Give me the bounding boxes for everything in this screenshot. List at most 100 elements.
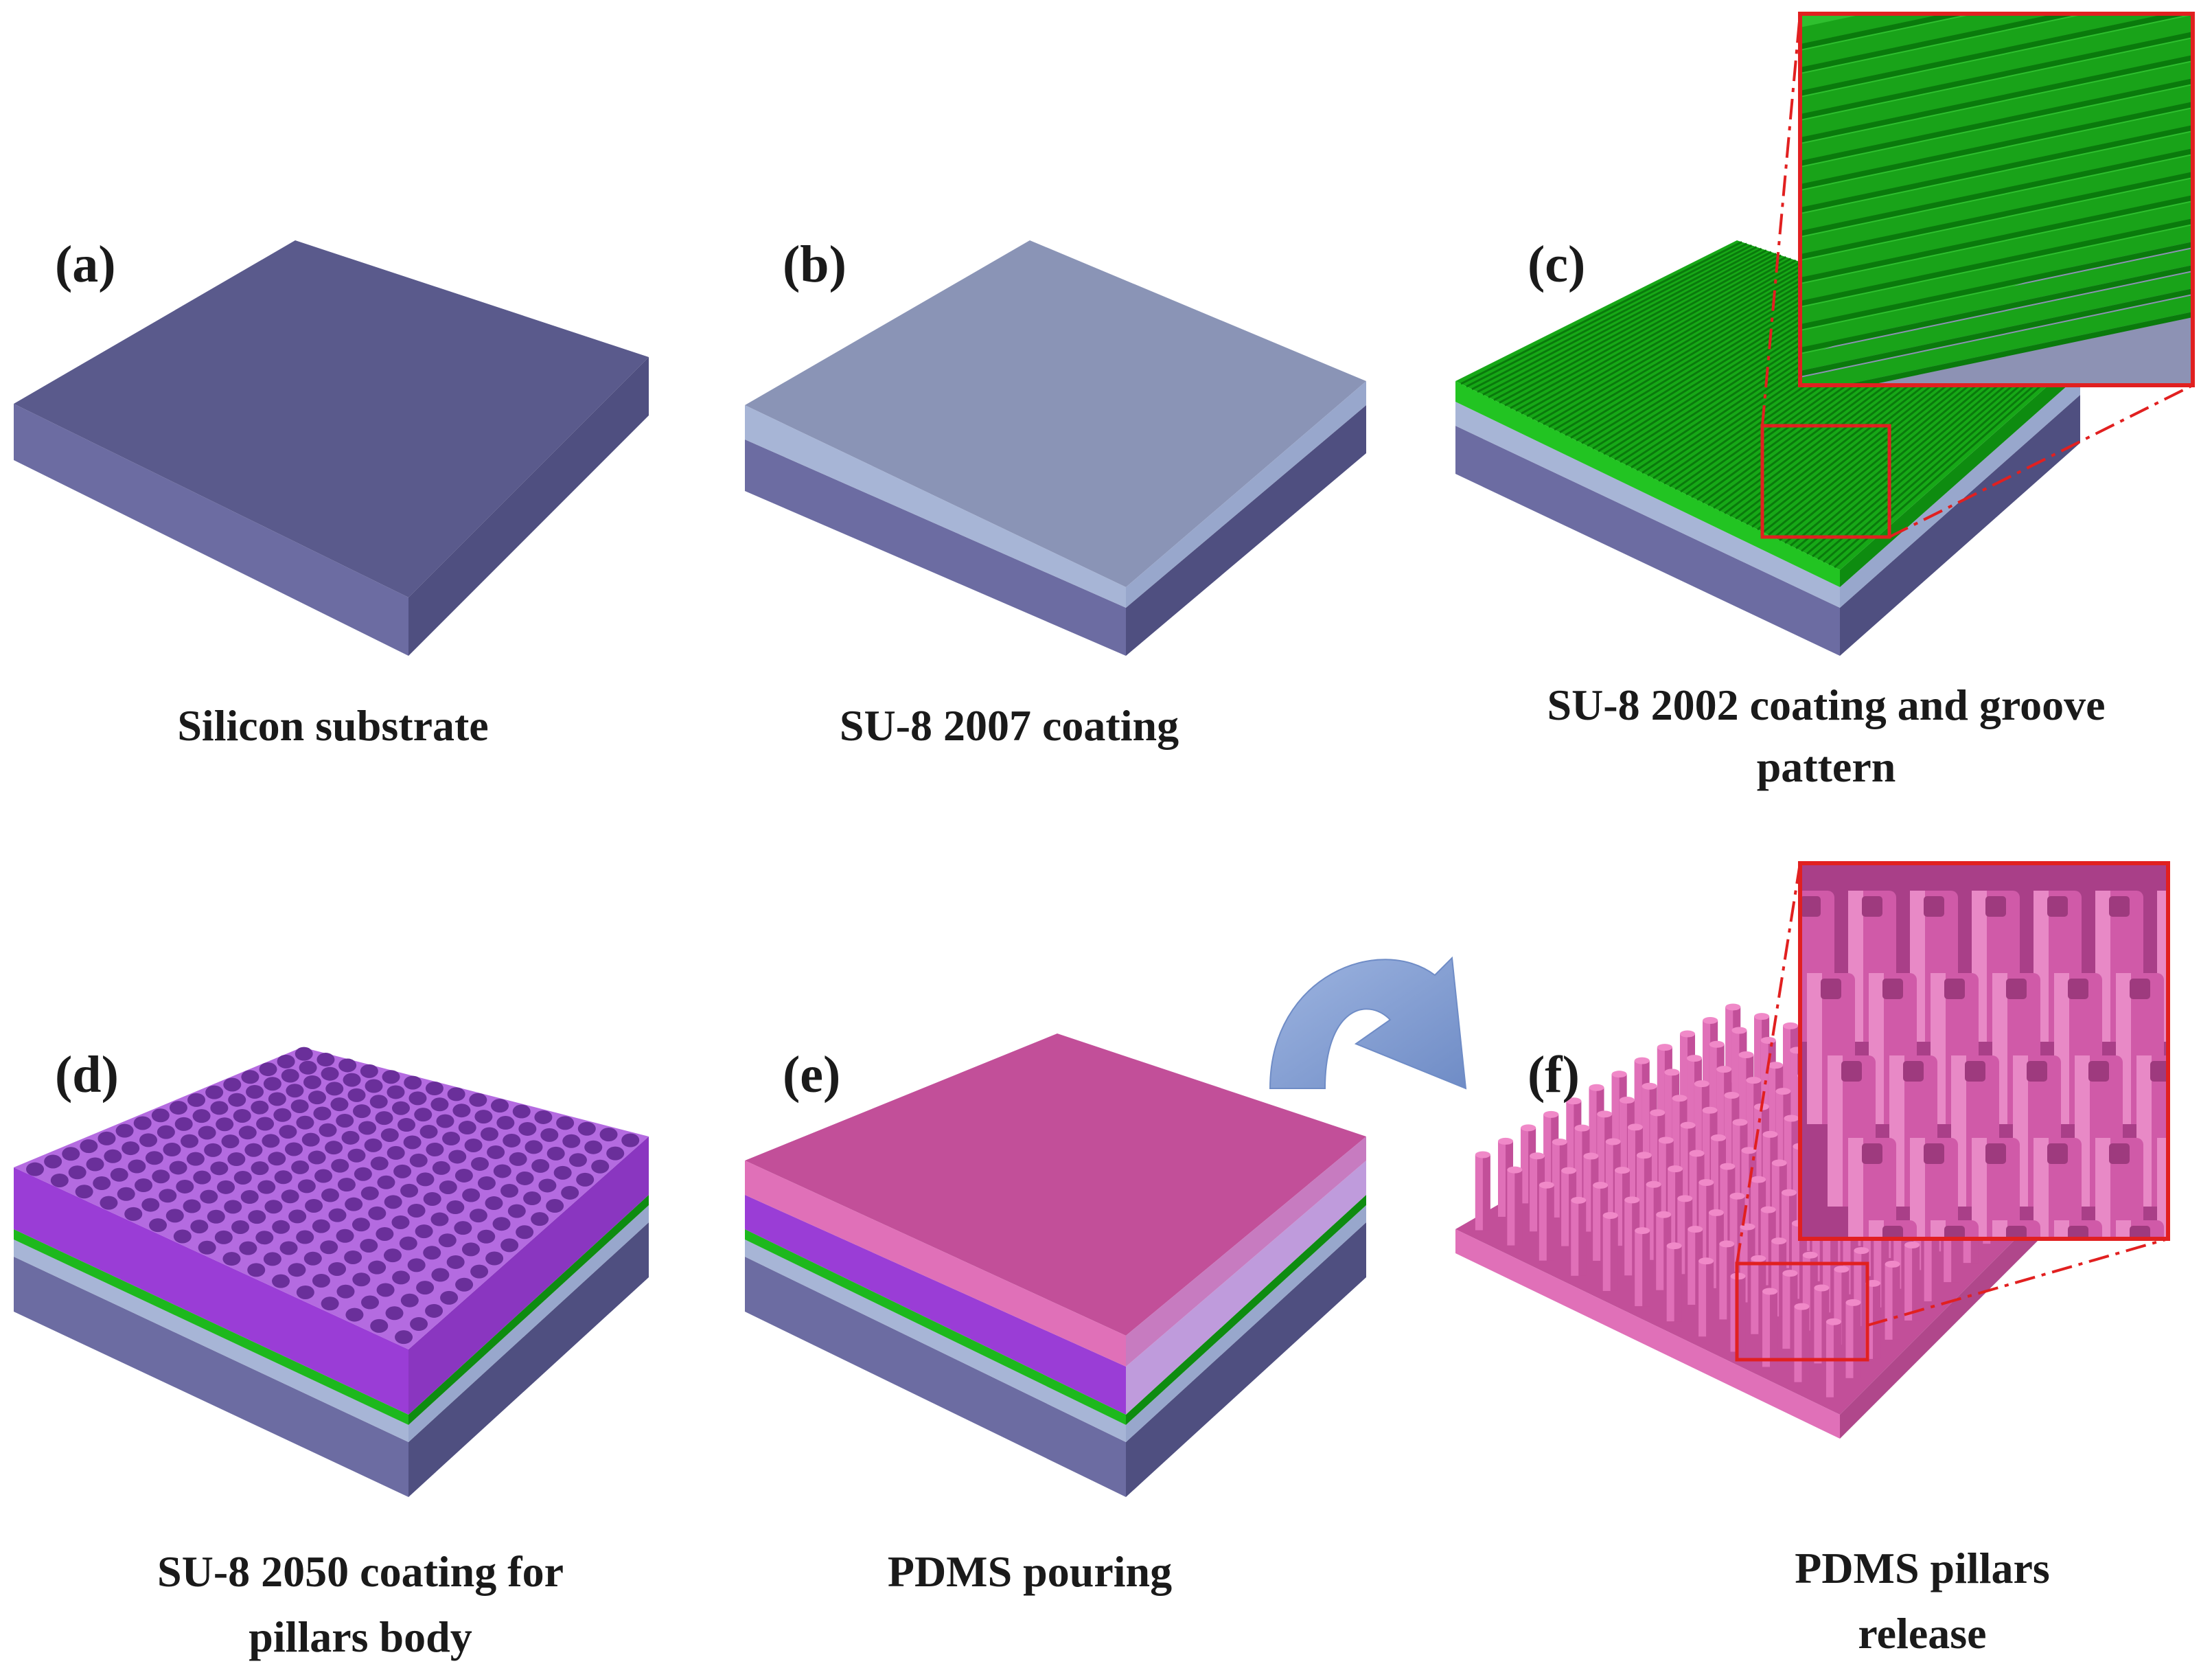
pillar-hole xyxy=(407,1203,426,1218)
pdms-pillar-top xyxy=(1658,1137,1674,1144)
pdms-pillar-highlight xyxy=(1732,1122,1740,1198)
zoom-groove-ridge xyxy=(1800,15,2193,114)
pdms-pillar-highlight xyxy=(1753,1106,1762,1183)
pillar-hole xyxy=(305,1198,323,1213)
pillar-hole xyxy=(408,1091,427,1106)
pdms-pillar-top xyxy=(1762,1130,1778,1138)
groove-line xyxy=(1504,254,1782,407)
pillar-hole xyxy=(247,1263,266,1277)
pdms-pillar-highlight xyxy=(1602,1215,1611,1291)
pillar-hole xyxy=(606,1146,625,1161)
pillar-hole xyxy=(117,1187,135,1201)
pdms-pillar-top xyxy=(1583,1152,1599,1160)
pillar-hole xyxy=(393,1164,412,1178)
pdms-pillar-highlight xyxy=(1698,1182,1707,1258)
pillar-hole xyxy=(288,1263,306,1277)
pillar-hole xyxy=(159,1189,177,1203)
pillar-hole xyxy=(325,1082,344,1096)
pdms-pillar-highlight xyxy=(1574,1128,1582,1204)
pillar-hole xyxy=(440,1290,459,1305)
pillar-hole xyxy=(86,1157,104,1172)
panel-f: (f) PDMS pillars release xyxy=(1455,861,2212,1658)
zoom-pillar-notch xyxy=(2171,1143,2191,1164)
pdms-pillar-highlight xyxy=(1814,1288,1822,1364)
zoom-groove-shadow xyxy=(1800,288,2193,376)
zoom-groove-shadow xyxy=(1800,14,2082,73)
pdms-pillar-top xyxy=(1636,1152,1652,1159)
pillar-hole xyxy=(480,1127,498,1141)
pdms-pillar-top xyxy=(1729,1192,1745,1200)
pdms-pillar-highlight xyxy=(1672,1098,1680,1174)
panel-a: (a) Silicon substrate xyxy=(14,236,649,750)
zoom-pillar-notch xyxy=(1841,1061,1862,1082)
panel-label-d: (d) xyxy=(55,1046,119,1104)
zoom-pillar-notch xyxy=(1985,896,2006,917)
pdms-pillar-highlight xyxy=(1689,1153,1697,1229)
pdms-pillar-highlight xyxy=(1790,1050,1798,1126)
pillar-hole xyxy=(255,1231,274,1245)
zoom-pillar-notch xyxy=(2047,896,2068,917)
pdms-pillar-highlight xyxy=(1624,1200,1633,1276)
zoom-pillar-notch xyxy=(2027,1061,2047,1082)
pillar-hole xyxy=(210,1101,229,1115)
pdms-pillar-top xyxy=(1782,1270,1798,1277)
pillar-hole xyxy=(525,1140,543,1154)
zoom-pillar-highlight xyxy=(2116,1220,2131,1239)
pillar-hole xyxy=(599,1128,618,1142)
zoom-pillar-highlight xyxy=(2095,1138,2110,1239)
pillar-hole xyxy=(274,1170,292,1185)
zoom-pillar-notch xyxy=(2130,1226,2150,1239)
pillar-hole xyxy=(205,1085,224,1099)
zoom-region-box xyxy=(1735,1261,1869,1362)
pdms-pillar-highlight xyxy=(1709,1044,1717,1120)
pdms-pillar-top xyxy=(1904,1241,1920,1248)
pdms-pillar-highlight xyxy=(1741,1150,1749,1226)
pdms-pillar-highlight xyxy=(1802,1255,1810,1331)
pillar-hole xyxy=(279,1125,297,1139)
pillar-hole xyxy=(100,1196,118,1210)
pillar-holes xyxy=(26,1047,640,1345)
pillar-hole xyxy=(296,1285,314,1299)
pdms-pillar-highlight xyxy=(1760,1209,1769,1286)
pdms-pillar-highlight xyxy=(1641,1086,1650,1162)
pillar-hole xyxy=(375,1111,393,1126)
zoom-pillar-highlight xyxy=(1910,1138,1925,1239)
pillar-hole xyxy=(248,1210,266,1224)
pillar-hole xyxy=(308,1150,326,1165)
pdms-pillar-top xyxy=(1751,1176,1766,1183)
zoom-leader-line xyxy=(1761,13,1801,426)
zoom-pillar-notch xyxy=(2191,979,2212,999)
pdms-pillar-highlight xyxy=(1738,1055,1747,1131)
zoom-groove-ridge xyxy=(1800,295,2193,385)
pdms-pillar-top xyxy=(1605,1138,1621,1145)
pillar-hole xyxy=(509,1152,527,1166)
pdms-pillar-highlight xyxy=(1874,1231,1882,1307)
pdms-pillar-highlight xyxy=(1635,1231,1643,1307)
pillar-hole xyxy=(376,1283,395,1297)
zoom-pillar-highlight xyxy=(1992,1220,2007,1239)
pillar-hole xyxy=(347,1148,366,1163)
pdms-pillar-highlight xyxy=(1754,1016,1762,1093)
zoom-pillar-highlight xyxy=(1869,1220,1884,1239)
groove-line xyxy=(1532,262,1806,420)
pillar-hole xyxy=(423,1246,441,1260)
panel-e: (e) PDMS pouring xyxy=(745,1033,1366,1596)
pdms-pillar-top xyxy=(1646,1180,1661,1188)
curved-arrow-icon xyxy=(1269,956,1467,1090)
pillar-hole xyxy=(538,1178,557,1193)
pillar-hole xyxy=(331,1158,349,1173)
pdms-pillar-top xyxy=(1854,1247,1869,1255)
pillar-hole xyxy=(295,1047,313,1061)
zoom-pillar xyxy=(2054,1220,2102,1239)
pdms-pillar-top xyxy=(1687,1055,1703,1062)
pillar-hole xyxy=(345,1197,363,1211)
zoom-groove-ridge xyxy=(1800,202,2193,301)
pdms-pillar-top xyxy=(1574,1124,1590,1132)
pdms-pillar-top xyxy=(1687,1226,1703,1233)
pdms-pillar-top xyxy=(1783,1022,1799,1029)
groove-line xyxy=(1543,266,1817,426)
pdms-pillar-highlight xyxy=(1760,1040,1769,1116)
zoom-leader-line xyxy=(1867,1237,2169,1327)
groove-line xyxy=(1570,274,1841,439)
